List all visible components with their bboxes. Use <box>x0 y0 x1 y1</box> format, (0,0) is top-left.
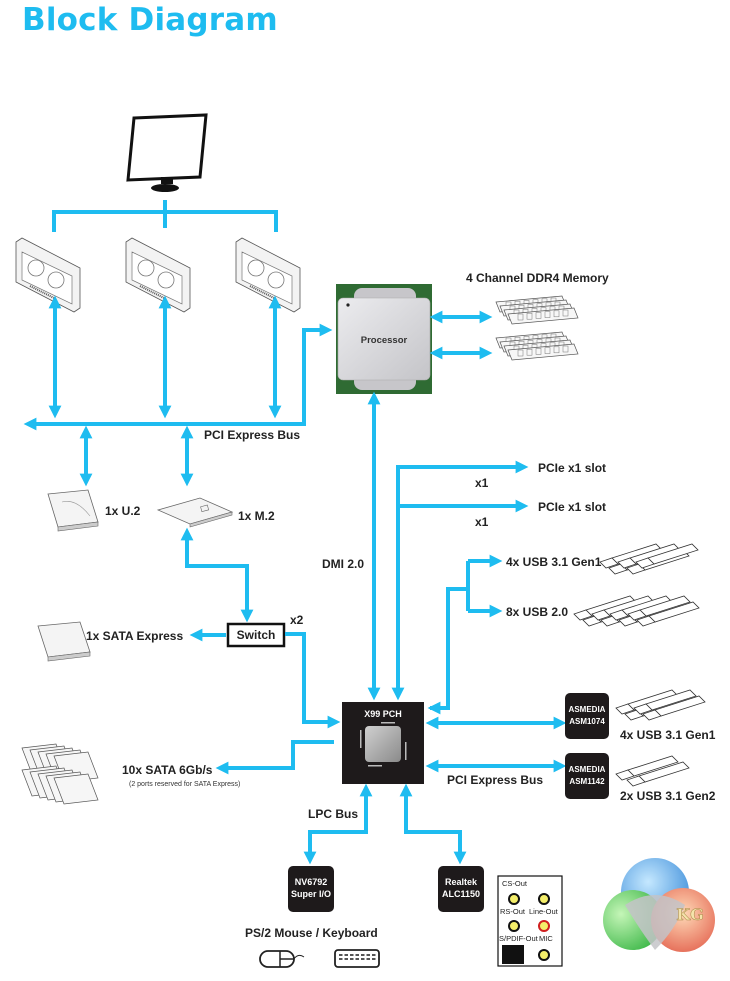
usb-stick-icon <box>635 543 699 569</box>
usb-drives-icon-4 <box>599 543 699 575</box>
switch-chip: Switch <box>226 622 286 648</box>
asm1074-line2: ASM1074 <box>569 717 605 726</box>
superio-line2: Super I/O <box>291 889 331 899</box>
pcie-slot-lanes-label: x1 <box>475 515 489 529</box>
processor-chip: Processor <box>336 284 432 394</box>
graphics-card-icon <box>15 237 81 313</box>
pcie-slot-label: PCIe x1 slot <box>538 500 606 514</box>
asm1142-line2: ASM1142 <box>569 777 605 786</box>
switch-label: Switch <box>237 628 276 642</box>
graphics-card-icon <box>235 237 301 313</box>
sata-express-drive-icon <box>37 621 91 662</box>
jack-cs-out-icon <box>508 893 520 905</box>
usb-stick-icon <box>626 761 690 787</box>
kg-logo-text: KG <box>676 905 704 924</box>
audio-jacks-panel: CS-Out RS-Out Line-Out S/PDIF-Out MIC <box>497 875 563 967</box>
m2-switch-link <box>180 527 254 623</box>
asm1142-ports-label: 2x USB 3.1 Gen2 <box>620 789 716 803</box>
usb-stick-icon <box>615 755 679 781</box>
lpc-link <box>303 783 373 865</box>
jack-line-out-icon <box>538 920 550 932</box>
sata-pch-link <box>215 740 334 775</box>
pcie-bus-top-label: PCI Express Bus <box>204 428 300 442</box>
m2-label: 1x M.2 <box>238 509 275 523</box>
jack-cs-out-label: CS-Out <box>502 879 528 888</box>
kg-logo-icon: KG <box>603 858 715 952</box>
superio-chip: NV6792 Super I/O <box>288 866 334 912</box>
monitor-icon <box>126 113 208 192</box>
usb-stick-icon <box>615 689 679 715</box>
pch-chip: X99 PCH <box>342 702 424 784</box>
asm1142-chip: ASMEDIA ASM1142 <box>565 753 609 799</box>
memory-links <box>429 310 493 360</box>
sata-express-label: 1x SATA Express <box>86 629 183 643</box>
audio-codec-chip: Realtek ALC1150 <box>438 866 484 912</box>
usb-stick-icon <box>642 695 706 721</box>
switch-pch-link <box>285 632 341 729</box>
display-output-lines <box>52 200 278 232</box>
memory-label: 4 Channel DDR4 Memory <box>466 271 609 285</box>
asm1074-line1: ASMEDIA <box>569 705 606 714</box>
u2-label: 1x U.2 <box>105 504 141 518</box>
sata-drives-icon <box>21 743 99 805</box>
usb-drives-icon-asm1074 <box>615 689 706 721</box>
usb31-gen1-chipset-label: 4x USB 3.1 Gen1 <box>506 555 602 569</box>
asm1142-line1: ASMEDIA <box>569 765 606 774</box>
jack-center-icon <box>538 893 550 905</box>
jack-rs-out-icon <box>508 920 520 932</box>
sata-note: (2 ports reserved for SATA Express) <box>129 781 240 788</box>
superio-line1: NV6792 <box>295 877 328 887</box>
pcie-slot-links <box>391 460 529 701</box>
ddr4-memory-icon <box>495 295 579 361</box>
usb-drives-icon-asm1142 <box>615 755 690 787</box>
keyboard-icon <box>334 949 380 968</box>
usb-stick-icon <box>633 689 697 715</box>
switch-lanes-label: x2 <box>290 613 304 627</box>
ps2-label: PS/2 Mouse / Keyboard <box>245 926 378 940</box>
jack-mic-label: MIC <box>539 934 553 943</box>
graphics-card-icon <box>125 237 191 313</box>
lpc-label: LPC Bus <box>308 807 358 821</box>
usb-chipset-links <box>427 554 503 715</box>
storage-links <box>79 425 194 487</box>
jack-spdif-out-label: S/PDIF-Out <box>499 934 539 943</box>
audio-codec-line1: Realtek <box>445 877 478 887</box>
u2-drive-icon <box>47 489 99 532</box>
asm1074-chip: ASMEDIA ASM1074 <box>565 693 609 739</box>
m2-drive-icon <box>156 497 234 528</box>
pcie-bus-cpu: PCI Express Bus <box>23 323 333 442</box>
page-title: Block Diagram <box>22 2 278 38</box>
processor-label: Processor <box>361 335 408 346</box>
audio-codec-line2: ALC1150 <box>442 889 480 899</box>
gpu-links <box>48 295 282 419</box>
mouse-icon <box>259 950 305 968</box>
pch-label: X99 PCH <box>364 709 402 719</box>
usb-drives-icon-8 <box>573 595 700 627</box>
usb-stick-icon <box>636 601 700 627</box>
usb20-label: 8x USB 2.0 <box>506 605 568 619</box>
asm1074-ports-label: 4x USB 3.1 Gen1 <box>620 728 716 742</box>
pcie-slot-lanes-label: x1 <box>475 476 489 490</box>
dmi-label: DMI 2.0 <box>322 557 364 571</box>
jack-line-out-label: Line-Out <box>529 907 559 916</box>
spdif-port-icon <box>502 945 524 964</box>
pcie-slot-label: PCIe x1 slot <box>538 461 606 475</box>
jack-rs-out-label: RS-Out <box>500 907 526 916</box>
sata-label: 10x SATA 6Gb/s <box>122 763 213 777</box>
jack-mic-icon <box>538 949 550 961</box>
usb-stick-icon <box>627 595 691 621</box>
pcie-bus-bottom-label: PCI Express Bus <box>447 773 543 787</box>
audio-link <box>399 783 467 865</box>
